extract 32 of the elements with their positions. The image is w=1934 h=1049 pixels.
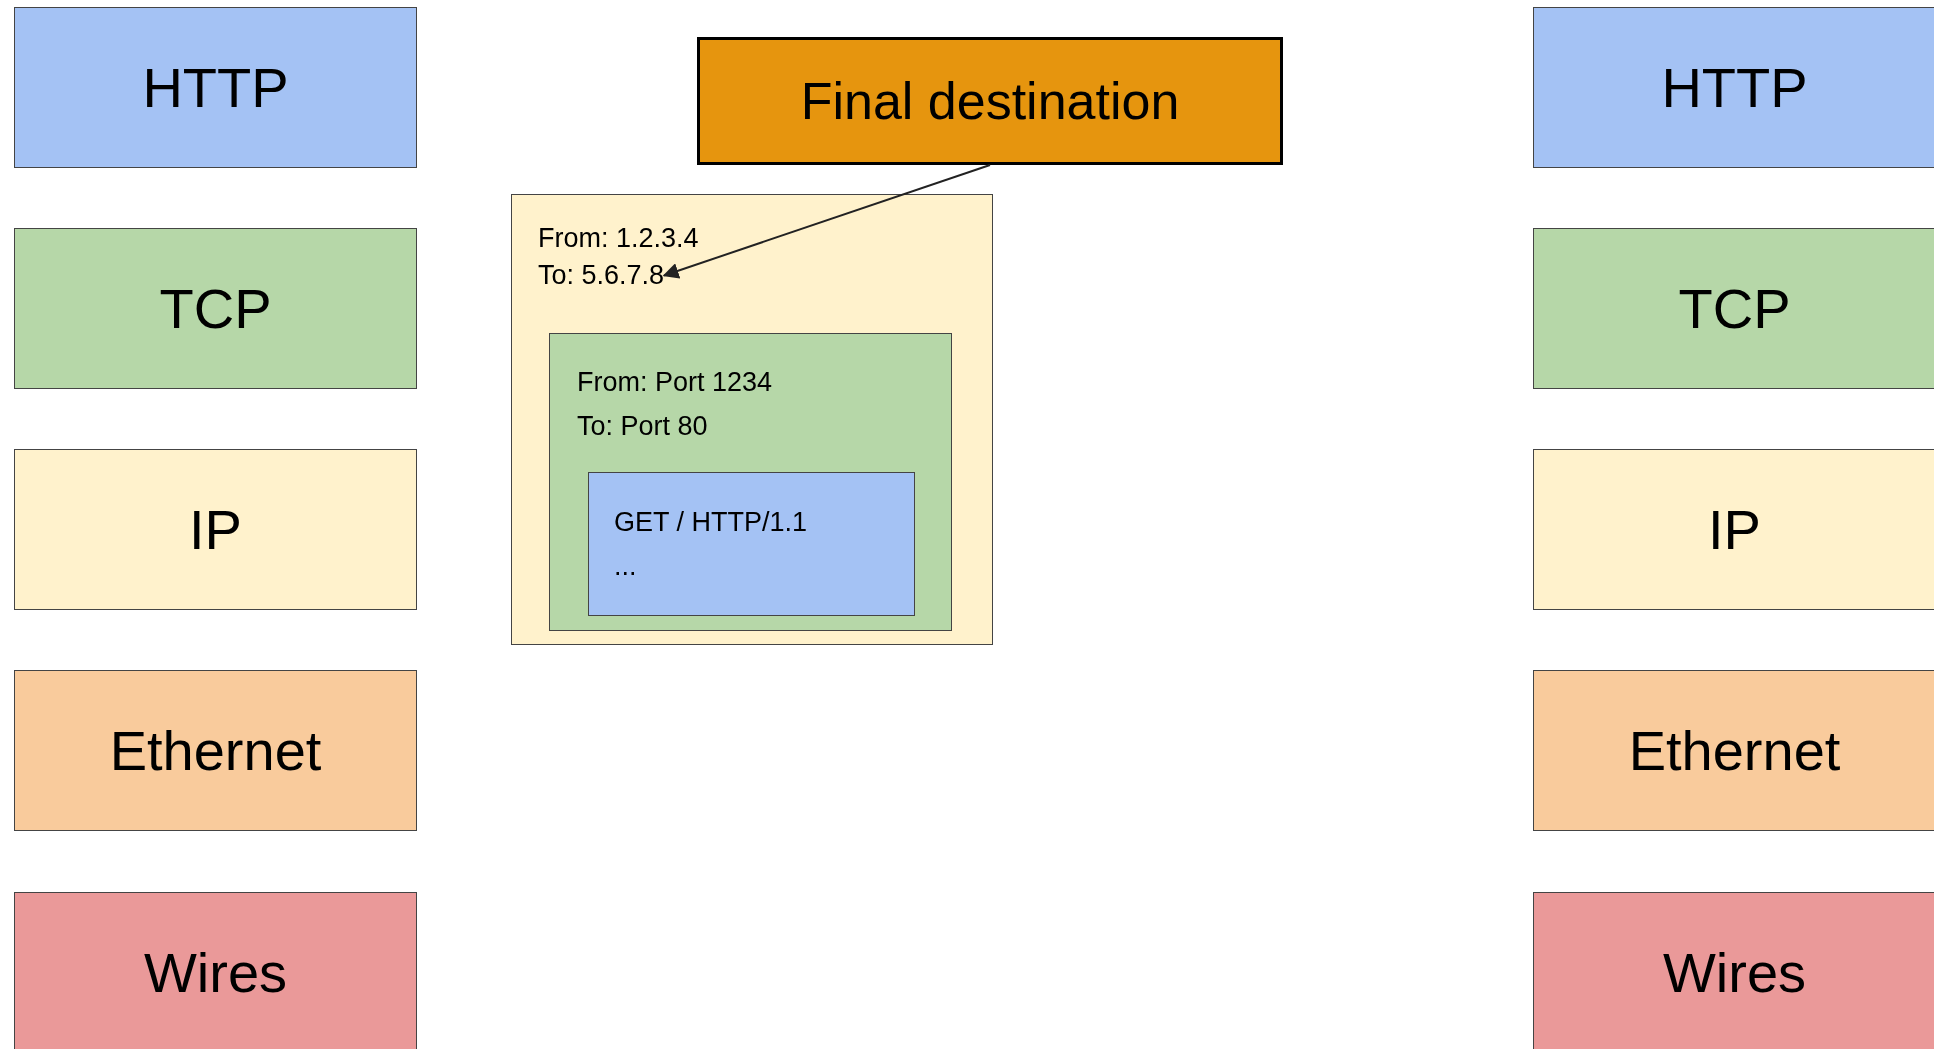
http-request-box	[588, 472, 915, 616]
label-text: From: 1.2.3.4	[538, 225, 699, 252]
label-text: TCP	[1678, 280, 1791, 337]
layer-box	[14, 892, 417, 1049]
address-text: To: 5.6.7.8	[538, 262, 665, 289]
layer-box	[1533, 449, 1934, 610]
layer-box	[14, 7, 417, 168]
label-text: To: Port 80	[577, 413, 708, 440]
label-text: HTTP	[142, 59, 289, 116]
layer-box	[1533, 7, 1934, 168]
layer-box	[14, 449, 417, 610]
label-text: Ethernet	[109, 722, 322, 779]
label-text: IP	[189, 501, 242, 558]
layer-box	[1533, 892, 1934, 1049]
layer-box	[14, 670, 417, 831]
arrow	[662, 164, 991, 279]
layer-box	[14, 228, 417, 389]
label-text: TCP	[159, 280, 272, 337]
layer-box	[1533, 228, 1934, 389]
label-text: Wires	[143, 944, 288, 1001]
label-text: HTTP	[1661, 59, 1808, 116]
label-text: GET / HTTP/1.1	[614, 509, 808, 536]
destination-box	[697, 37, 1283, 165]
tcp-segment-box	[549, 333, 952, 631]
label-text: From: Port 1234	[577, 369, 773, 396]
label-text: Final destination	[800, 75, 1180, 127]
layer-box	[1533, 670, 1934, 831]
ip-packet-box	[511, 194, 993, 645]
label-text: Wires	[1662, 944, 1807, 1001]
label-text: ...	[614, 553, 637, 580]
label-text: Ethernet	[1628, 722, 1841, 779]
label-text: IP	[1708, 501, 1761, 558]
